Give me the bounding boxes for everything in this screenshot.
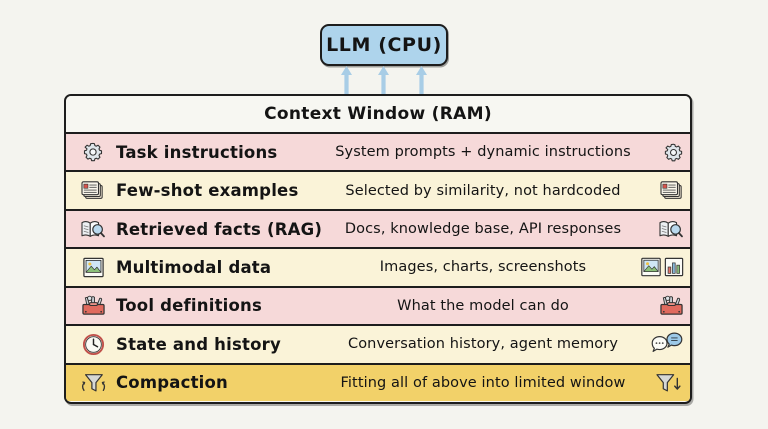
row-description: Selected by similarity, not hardcoded	[345, 182, 621, 199]
bar-chart-icon	[664, 258, 684, 277]
up-arrow-icon	[415, 66, 427, 96]
arrow-group	[320, 66, 448, 96]
book-search-icon	[74, 218, 112, 240]
row-right-icons	[632, 180, 684, 202]
photo-icon	[74, 256, 112, 279]
funnel-recycle-icon	[74, 371, 112, 395]
context-window-header: Context Window (RAM)	[66, 96, 690, 134]
row-description: Docs, knowledge base, API responses	[344, 221, 622, 238]
row-description: Conversation history, agent memory	[347, 336, 619, 353]
row-retrieved-facts-rag[interactable]: Retrieved facts (RAG) Docs, knowledge ba…	[66, 210, 690, 250]
speech-bubbles-icon	[651, 332, 683, 353]
cards-stack-icon	[74, 180, 112, 202]
funnel-down-icon	[656, 373, 681, 392]
row-right-icons	[632, 294, 684, 317]
row-state-and-history[interactable]: State and history Conversation history, …	[66, 326, 690, 365]
toolbox-icon	[74, 294, 112, 317]
row-label: Task instructions	[116, 142, 278, 162]
context-rows: Task instructions System prompts + dynam…	[66, 134, 690, 401]
context-window-box: Context Window (RAM) Task instructions S…	[64, 94, 692, 404]
row-label: Few-shot examples	[116, 181, 299, 201]
photo-icon	[641, 258, 661, 277]
row-compaction[interactable]: Compaction Fitting all of above into lim…	[66, 364, 690, 401]
row-multimodal-data[interactable]: Multimodal data Images, charts, screensh…	[66, 249, 690, 288]
clock-icon	[74, 333, 112, 356]
row-few-shot-examples[interactable]: Few-shot examples Selected by similarity…	[66, 172, 690, 211]
row-label: State and history	[116, 334, 281, 354]
up-arrow-icon	[378, 66, 390, 96]
book-search-icon	[659, 221, 683, 238]
row-label: Multimodal data	[116, 257, 272, 277]
row-description: System prompts + dynamic instructions	[335, 144, 631, 161]
row-description: Fitting all of above into limited window	[340, 374, 626, 391]
context-window-title: Context Window (RAM)	[264, 104, 492, 124]
llm-cpu-label: LLM (CPU)	[326, 34, 442, 56]
gear-icon	[664, 143, 683, 162]
row-label: Compaction	[116, 373, 228, 393]
gear-icon	[74, 141, 112, 163]
toolbox-icon	[660, 296, 683, 316]
row-label: Tool definitions	[116, 296, 263, 316]
cards-stack-icon	[660, 180, 682, 199]
row-description: Images, charts, screenshots	[379, 259, 587, 276]
row-tool-definitions[interactable]: Tool definitions What the model can do	[66, 287, 690, 327]
row-task-instructions[interactable]: Task instructions System prompts + dynam…	[66, 134, 690, 173]
llm-cpu-box: LLM (CPU)	[320, 24, 448, 66]
row-right-icons	[632, 218, 684, 240]
row-description: What the model can do	[397, 297, 569, 314]
row-right-icons	[632, 332, 684, 356]
row-right-icons	[632, 142, 684, 163]
up-arrow-icon	[341, 66, 353, 96]
row-right-icons	[632, 371, 684, 395]
row-label: Retrieved facts (RAG)	[116, 219, 323, 239]
row-right-icons	[632, 256, 684, 278]
